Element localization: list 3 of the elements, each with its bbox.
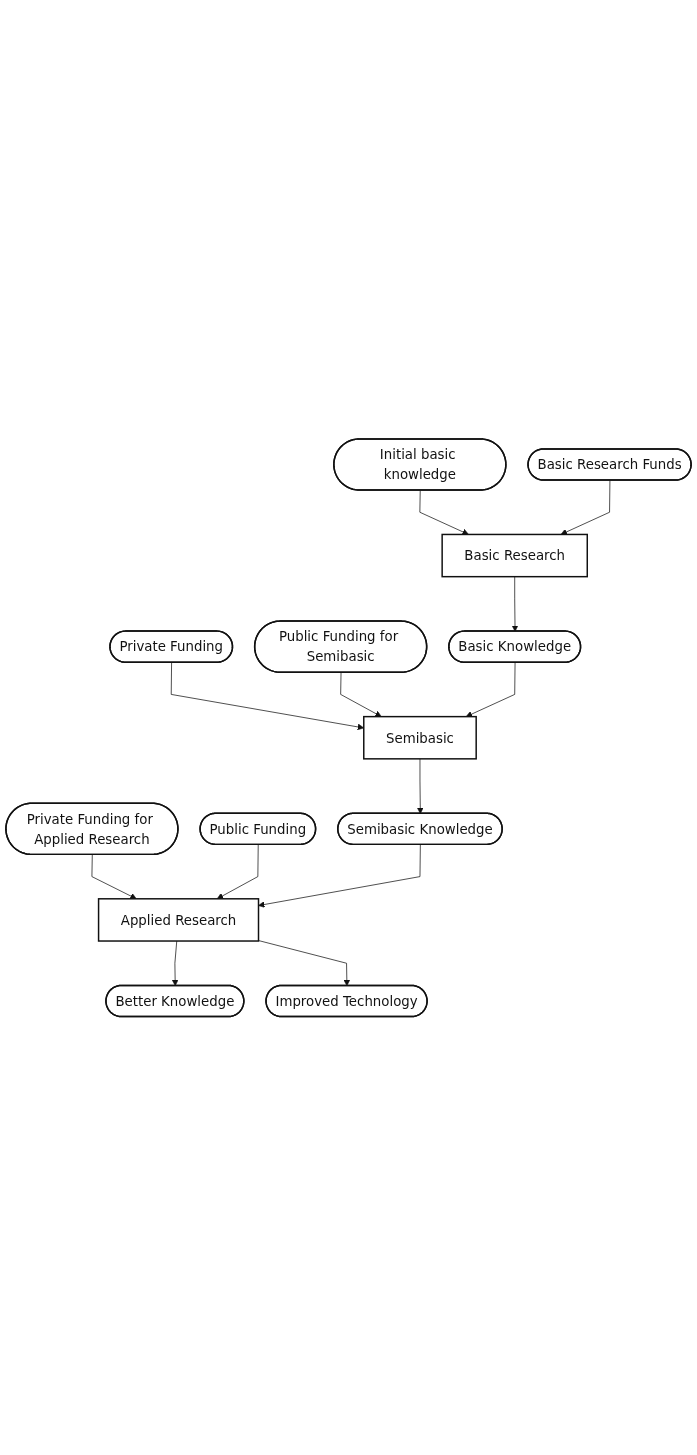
node-box: Applied Research <box>97 897 260 942</box>
node-box: Semibasic <box>363 715 477 760</box>
node-box: Basic Research <box>441 533 588 578</box>
